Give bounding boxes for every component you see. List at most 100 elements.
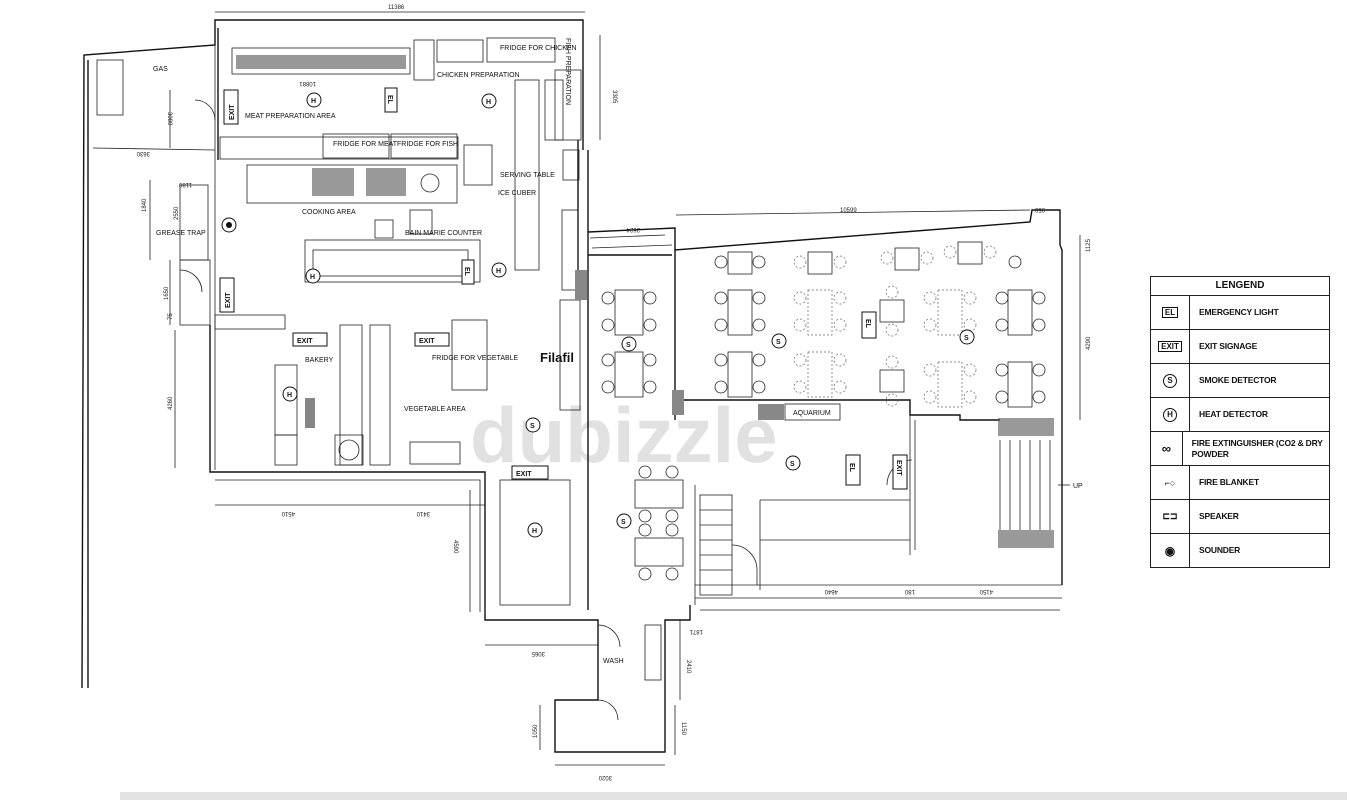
heat-detector: H	[481, 93, 497, 109]
bottom-scrollbar[interactable]	[120, 792, 1347, 800]
emergency-light: EL	[384, 87, 398, 113]
svg-text:3065: 3065	[531, 650, 545, 656]
svg-text:4150: 4150	[979, 588, 993, 594]
svg-text:EL: EL	[848, 463, 855, 473]
svg-text:S: S	[626, 342, 631, 349]
emergency-light: EL	[461, 259, 475, 285]
room-labels: GAS CHICKEN PREPARATION FRIDGE FOR CHICK…	[153, 38, 1083, 665]
smoke-detector: S	[621, 336, 637, 352]
speaker-icon: ⊏⊐	[1162, 511, 1178, 521]
svg-text:S: S	[621, 519, 626, 526]
smoke-detector: S	[785, 455, 801, 471]
svg-text:950: 950	[1034, 206, 1045, 212]
legend-label: FIRE EXTINGUISHER (CO2 & DRY POWDER	[1191, 437, 1323, 459]
label-serving-table: SERVING TABLE	[500, 172, 555, 179]
svg-text:2550: 2550	[174, 206, 180, 220]
svg-text:1050: 1050	[533, 724, 539, 738]
fire-blanket-icon: ⌐○	[1164, 477, 1176, 488]
svg-text:4260: 4260	[168, 396, 174, 410]
legend-label: HEAT DETECTOR	[1199, 409, 1268, 419]
svg-text:3080: 3080	[166, 112, 172, 126]
dimension-lines	[149, 11, 1081, 766]
svg-text:EL: EL	[864, 319, 871, 329]
smoke-detector: S	[959, 329, 975, 345]
legend-row: ◉ SOUNDER	[1151, 534, 1329, 567]
svg-text:H: H	[287, 392, 292, 399]
svg-text:S: S	[790, 461, 795, 468]
svg-text:10881: 10881	[299, 80, 316, 86]
heat-detector: H	[306, 92, 322, 108]
legend-label: FIRE BLANKET	[1199, 477, 1259, 487]
label-wash: WASH	[603, 658, 624, 665]
svg-text:EXIT: EXIT	[895, 460, 902, 476]
exit-signage-icon: EXIT	[1158, 341, 1182, 352]
watermark: dubizzle	[470, 391, 778, 479]
svg-text:4290: 4290	[1086, 336, 1092, 350]
svg-text:2410: 2410	[685, 660, 691, 674]
svg-text:1180: 1180	[178, 181, 192, 187]
label-grease-trap: GREASE TRAP	[156, 230, 206, 237]
label-filafil: Filafil	[540, 350, 574, 365]
svg-text:EXIT: EXIT	[225, 292, 232, 308]
exterior-walls	[81, 19, 1063, 753]
svg-text:4510: 4510	[281, 510, 295, 516]
emergency-light: EL	[845, 454, 861, 486]
svg-text:1125: 1125	[1086, 238, 1092, 252]
svg-text:10599: 10599	[840, 208, 857, 214]
exit-sign: EXIT	[292, 332, 328, 347]
svg-text:75: 75	[168, 313, 174, 320]
svg-text:EXIT: EXIT	[419, 338, 435, 345]
label-aquarium: AQUARIUM	[793, 410, 831, 417]
legend-row: ∞ FIRE EXTINGUISHER (CO2 & DRY POWDER	[1151, 432, 1329, 466]
legend-row: EL EMERGENCY LIGHT	[1151, 296, 1329, 330]
legend-label: SPEAKER	[1199, 511, 1239, 521]
legend-label: EXIT SIGNAGE	[1199, 341, 1258, 351]
exit-sign: EXIT	[511, 465, 549, 480]
svg-text:H: H	[486, 99, 491, 106]
svg-text:1650: 1650	[164, 286, 170, 300]
label-fridge-chicken: FRIDGE FOR CHICKEN	[500, 45, 577, 52]
svg-text:S: S	[530, 423, 535, 430]
label-fridge-fish: FRIDGE FOR FISH	[397, 141, 458, 148]
legend-label: EMERGENCY LIGHT	[1199, 307, 1279, 317]
svg-text:1150: 1150	[680, 722, 686, 736]
exit-sign: EXIT	[414, 332, 450, 347]
heat-detector: H	[305, 268, 321, 284]
svg-text:1871: 1871	[689, 628, 703, 634]
heat-detector: H	[282, 386, 298, 402]
label-fridge-veg: FRIDGE FOR VEGETABLE	[432, 355, 519, 362]
sounder-icon	[221, 217, 237, 233]
heat-detectors: H H H H H H	[282, 92, 543, 538]
svg-text:3410: 3410	[416, 510, 430, 516]
sounder-icon: ◉	[1164, 543, 1176, 558]
svg-text:4640: 4640	[824, 588, 838, 594]
heat-detector: H	[527, 522, 543, 538]
smoke-detector: S	[616, 513, 632, 529]
label-ice-cuber: ICE CUBER	[498, 190, 536, 197]
smoke-detector: S	[525, 417, 541, 433]
legend: LENGEND EL EMERGENCY LIGHT EXIT EXIT SIG…	[1150, 276, 1330, 568]
exit-signs: EXIT EXIT EXIT EXIT EXIT EXIT	[219, 89, 908, 490]
dining-furniture	[601, 241, 1046, 581]
svg-text:2624: 2624	[626, 226, 640, 232]
svg-text:EL: EL	[386, 95, 393, 105]
svg-text:EL: EL	[463, 267, 470, 277]
emergency-light: EL	[861, 311, 877, 339]
heat-detector-icon: H	[1163, 407, 1177, 422]
fire-extinguisher-icon: ∞	[1161, 441, 1171, 456]
svg-text:EXIT: EXIT	[229, 104, 236, 120]
exit-sign: EXIT	[219, 277, 235, 313]
kitchen-equipment	[96, 37, 1070, 721]
heat-detector: H	[491, 262, 507, 278]
exit-sign: EXIT	[892, 454, 908, 490]
label-meat-prep: MEAT PREPARATION AREA	[245, 113, 336, 120]
svg-text:H: H	[310, 274, 315, 281]
svg-text:180: 180	[904, 588, 915, 594]
svg-text:EXIT: EXIT	[516, 471, 532, 478]
exit-sign: EXIT	[223, 89, 239, 125]
emergency-light-icon: EL	[1161, 307, 1179, 318]
svg-text:3020: 3020	[598, 774, 612, 780]
svg-text:3630: 3630	[136, 150, 150, 156]
legend-label: SOUNDER	[1199, 545, 1241, 555]
